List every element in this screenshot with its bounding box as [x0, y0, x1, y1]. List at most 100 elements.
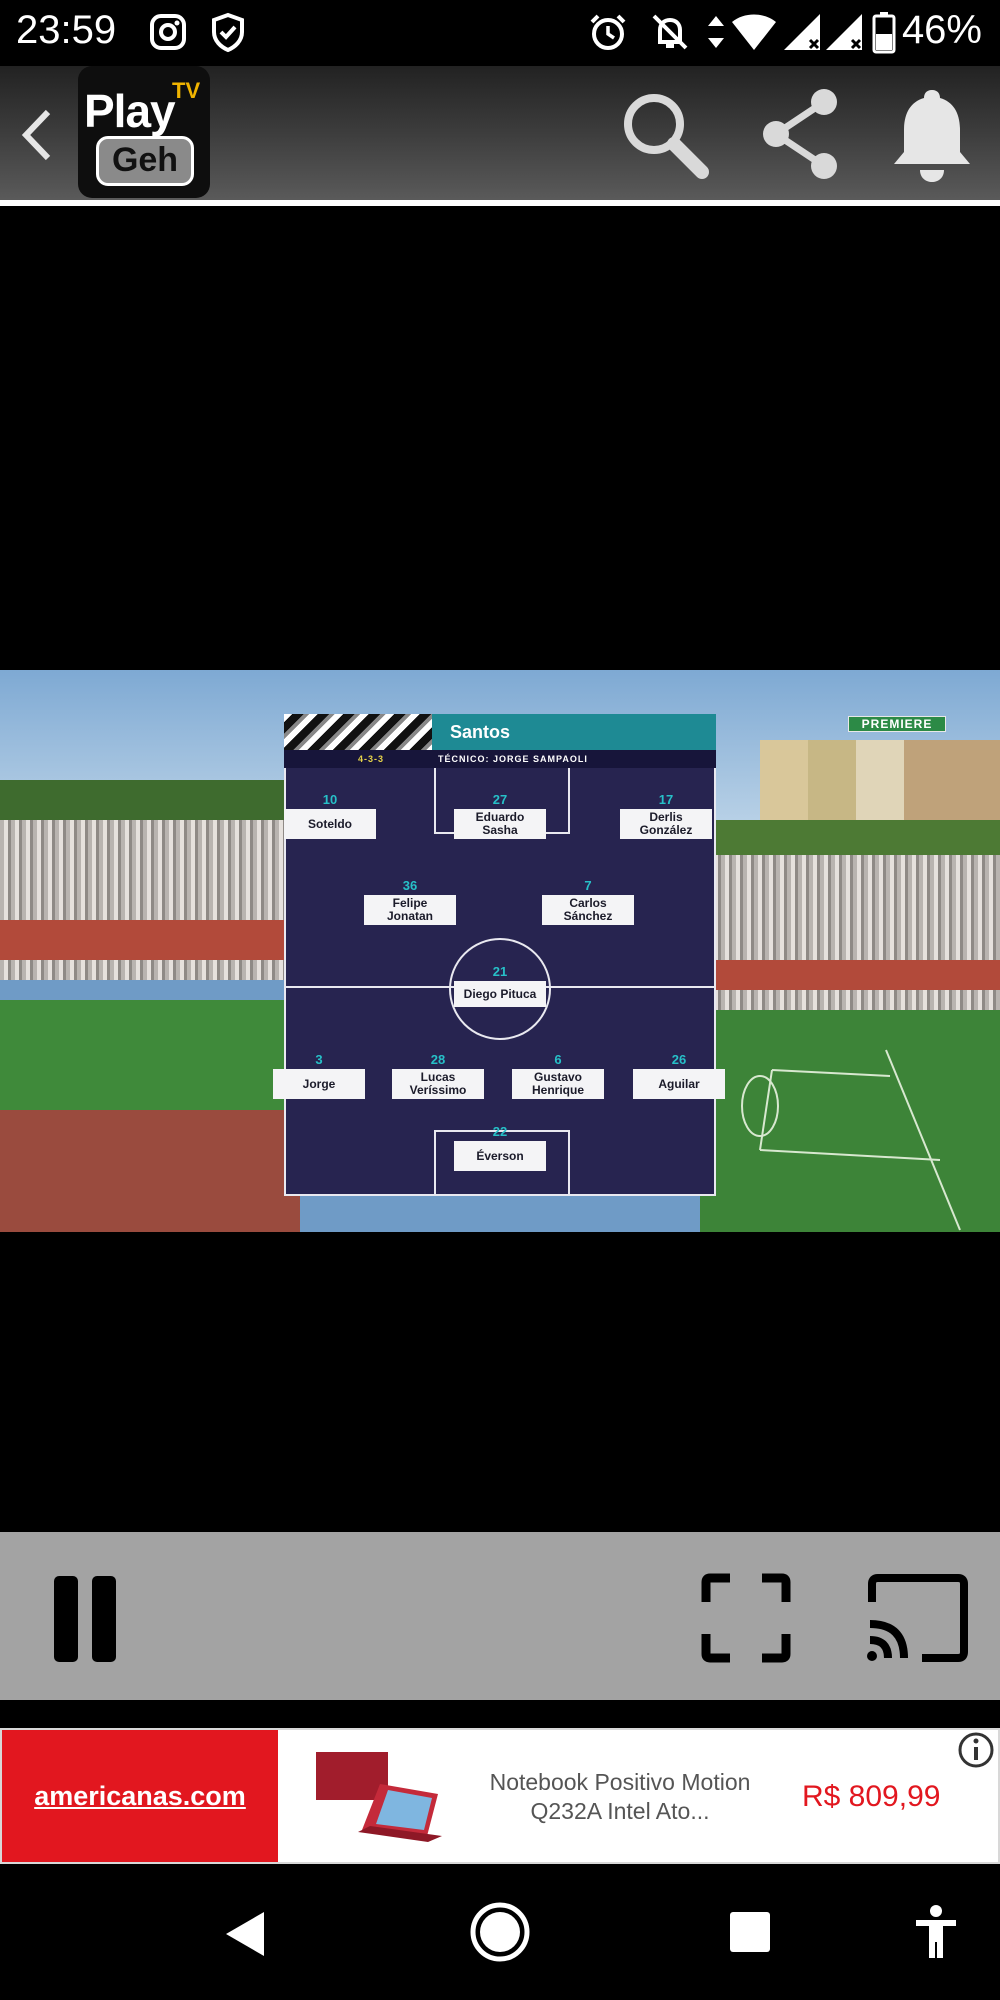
notifications-icon[interactable] — [884, 84, 980, 184]
team-name: Santos — [432, 714, 716, 750]
player-name-line2: Sasha — [482, 823, 518, 837]
player-number: 7 — [584, 878, 592, 893]
system-nav-bar — [0, 1864, 1000, 2000]
crowd-right — [710, 855, 1000, 1015]
player-name-line1: Carlos — [569, 896, 607, 910]
video-frame: PREMIERE Santos 4-3-3 TÉCNICO: JORGE SAM… — [0, 670, 1000, 1232]
player-name-line2: González — [639, 823, 693, 837]
player-number: 36 — [402, 878, 418, 893]
accessibility-icon[interactable] — [914, 1904, 958, 1960]
player-number: 26 — [671, 1052, 687, 1067]
player-number: 17 — [658, 792, 674, 807]
shield-icon — [212, 12, 244, 53]
pause-button[interactable] — [50, 1532, 120, 1700]
lineup-graphic: Santos 4-3-3 TÉCNICO: JORGE SAMPAOLI 10 … — [273, 714, 725, 1196]
ad-banner[interactable]: americanas.com Notebook Positivo Motion … — [0, 1728, 1000, 1864]
player-name-line1: Derlis — [649, 810, 683, 824]
player-aguilar: 26 Aguilar — [633, 1052, 725, 1099]
player-name-card: Aguilar — [633, 1069, 725, 1099]
search-icon[interactable] — [616, 86, 712, 182]
player-number: 28 — [430, 1052, 446, 1067]
track-left — [0, 1110, 300, 1232]
back-arrow-icon[interactable] — [18, 108, 58, 162]
stand-right — [710, 960, 1000, 990]
player-number: 27 — [492, 792, 508, 807]
player-number: 3 — [315, 1052, 323, 1067]
signal-icon — [826, 14, 862, 50]
player-pituca: 21 Diego Pituca — [454, 964, 546, 1007]
logo-geh-text: Geh — [96, 136, 194, 186]
app-bar: TV Play Geh — [0, 66, 1000, 206]
player-name-line2: Veríssimo — [409, 1083, 467, 1097]
ad-price: R$ 809,99 — [802, 1780, 941, 1813]
pause-icon — [54, 1576, 78, 1662]
status-bar: 23:59 46% — [0, 0, 1000, 66]
coach: TÉCNICO: JORGE SAMPAOLI — [438, 754, 588, 764]
player-name-line2: Jonatan — [386, 909, 433, 923]
player-name-card: Jorge — [273, 1069, 365, 1099]
ad-title: Notebook Positivo Motion Q232A Intel Ato… — [489, 1769, 751, 1824]
bell-off-icon — [652, 14, 688, 50]
cast-icon[interactable] — [862, 1572, 970, 1664]
pitch-lines — [741, 1049, 961, 1231]
player-name-line2: Sánchez — [563, 909, 613, 923]
player-name-line1: Eduardo — [475, 810, 525, 824]
logo-play-text: Play — [84, 85, 176, 137]
player-number: 21 — [492, 964, 508, 979]
player-name-line2: Henrique — [531, 1083, 584, 1097]
player-everson: 22 Éverson — [454, 1124, 546, 1171]
player-name-line1: Gustavo — [533, 1070, 582, 1084]
ad-brand-text: americanas.com — [34, 1780, 246, 1811]
instagram-icon — [150, 14, 186, 50]
player-name-card: Diego Pituca — [454, 981, 546, 1007]
player-name: Aguilar — [658, 1076, 700, 1091]
stand-left — [0, 920, 290, 960]
player-name: Soteldo — [308, 816, 352, 831]
battery-icon — [872, 12, 896, 54]
player-name-line1: Lucas — [420, 1070, 456, 1084]
alarm-icon — [590, 14, 626, 50]
team-crest-stripes — [284, 714, 432, 750]
formation: 4-3-3 — [358, 754, 385, 764]
share-icon[interactable] — [752, 86, 848, 182]
ad-info-icon[interactable] — [956, 1730, 996, 1770]
status-time: 23:59 — [16, 8, 117, 52]
pause-icon — [92, 1576, 116, 1662]
player-name-card: Soteldo — [284, 809, 376, 839]
app-logo[interactable]: TV Play Geh — [78, 66, 210, 198]
laptop-image — [316, 1752, 442, 1842]
nav-recents-icon[interactable] — [728, 1910, 772, 1954]
player-number: 10 — [322, 792, 338, 807]
nav-back-icon[interactable] — [222, 1908, 270, 1960]
nav-home-icon[interactable] — [468, 1900, 532, 1964]
player-name-card: Éverson — [454, 1141, 546, 1171]
fullscreen-icon[interactable] — [700, 1572, 792, 1664]
app-bar-divider — [0, 200, 1000, 206]
bottom-box — [434, 1130, 570, 1196]
wifi-icon — [732, 14, 776, 50]
center-circle — [449, 938, 551, 1040]
ad-brand-logo[interactable]: americanas.com — [2, 1730, 278, 1862]
broadcaster-logo: PREMIERE — [848, 716, 946, 732]
player-name: Jorge — [302, 1076, 336, 1091]
video-player[interactable]: PREMIERE Santos 4-3-3 TÉCNICO: JORGE SAM… — [0, 206, 1000, 1532]
player-number: 6 — [554, 1052, 562, 1067]
logo-tv-text: TV — [172, 78, 201, 103]
player-number: 22 — [492, 1124, 508, 1139]
lineup-subheader: 4-3-3 TÉCNICO: JORGE SAMPAOLI — [284, 750, 716, 768]
data-arrows-icon — [708, 16, 724, 48]
player-controls — [0, 1532, 1000, 1700]
pitch-right — [700, 1010, 1000, 1232]
player-name: Diego Pituca — [463, 986, 537, 1001]
